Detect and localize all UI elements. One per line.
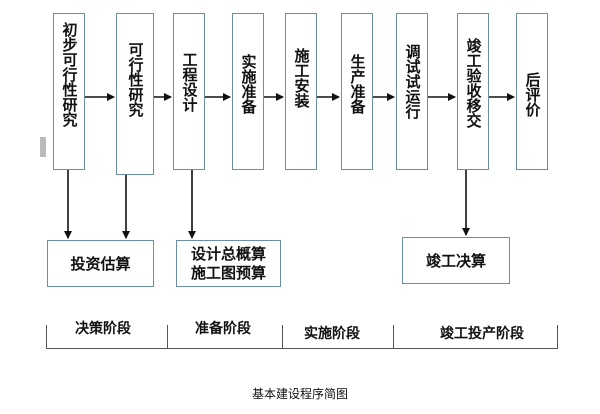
output-box-final-account: 竣工决算 [402,237,510,284]
step-box-impl-prep: 实施准备 [232,13,264,170]
step-box-production-prep: 生产准备 [341,13,373,170]
stage-implementation: 实施阶段 [304,326,360,342]
step-box-feasibility: 可行性研究 [116,13,154,175]
output-label-line2: 施工图预算 [190,264,266,282]
step-label: 可行性研究 [126,42,145,117]
step-box-trial-run: 调试试运行 [396,13,428,170]
diagram-caption: 基本建设程序简图 [251,387,348,401]
step-label: 调试试运行 [403,44,422,119]
step-label: 生产准备 [348,54,367,114]
stage-completion: 竣工投产阶段 [440,326,524,342]
output-label-line1: 设计总概算 [190,245,266,263]
step-box-completion-acceptance: 竣工验收移交 [457,13,489,170]
step-box-design: 工程设计 [173,13,205,170]
output-box-design-budget: 设计总概算 施工图预算 [176,240,281,287]
output-label: 投资估算 [70,255,131,273]
side-marker [40,137,46,157]
stage-preparation: 准备阶段 [195,321,251,337]
step-box-feasibility-pre: 初步可行性研究 [53,13,85,170]
output-box-investment-estimate: 投资估算 [47,240,154,287]
step-label: 竣工验收移交 [464,38,483,128]
stage-baseline [46,348,558,349]
step-label: 工程设计 [180,52,199,112]
step-label: 初步可行性研究 [60,22,79,127]
output-label: 竣工决算 [425,252,486,270]
stage-decision: 决策阶段 [75,321,131,337]
step-label: 施工安装 [292,48,311,108]
step-label: 实施准备 [239,54,258,114]
step-box-post-evaluation: 后评价 [516,13,548,170]
step-label: 后评价 [523,72,542,117]
step-box-construction: 施工安装 [285,13,317,170]
